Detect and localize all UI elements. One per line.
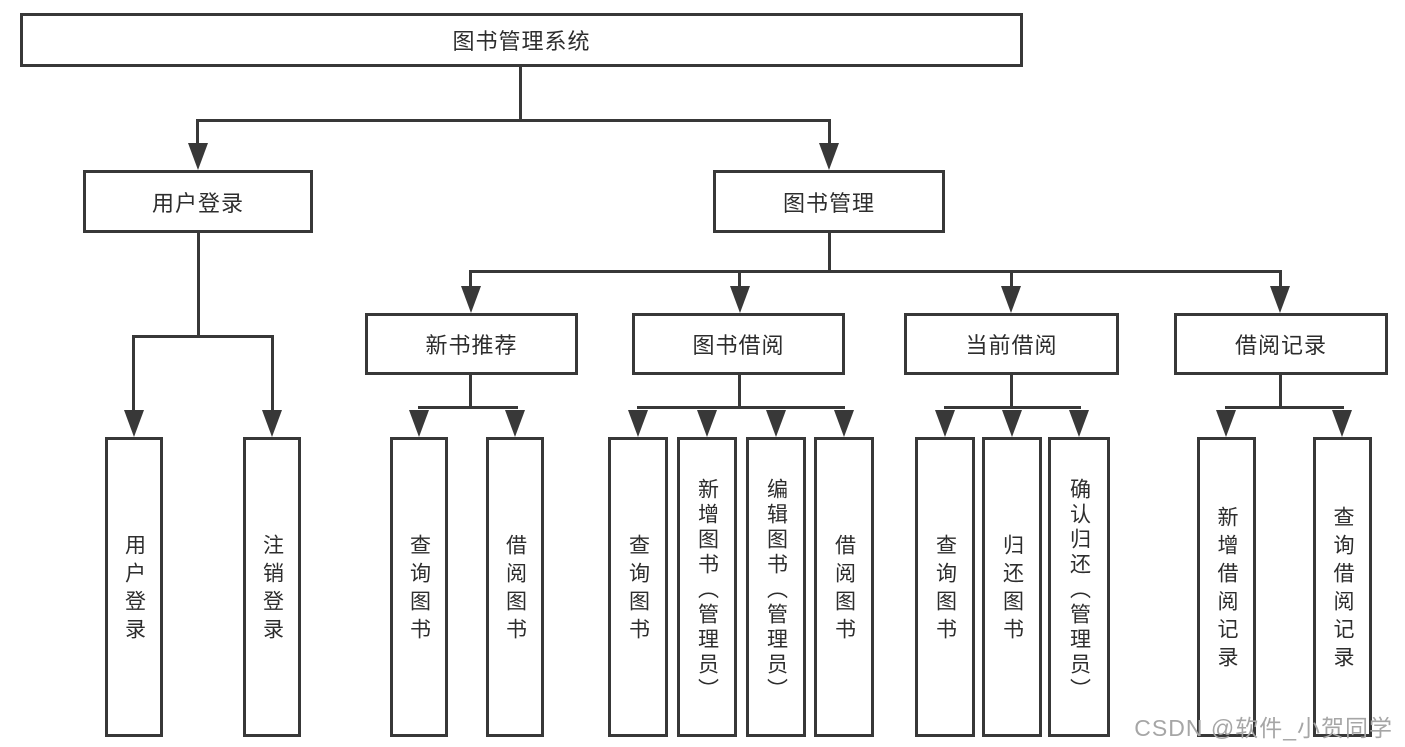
arrow-down-icon	[1069, 410, 1089, 437]
connector-root-crossbar	[197, 119, 831, 122]
connector-group3-crossbar	[944, 406, 1081, 409]
connector-drop-book-management	[828, 119, 831, 149]
connector-drop-current-borrow	[1010, 270, 1013, 290]
arrow-down-icon	[1270, 286, 1290, 313]
node-new-book-recommend: 新书推荐	[365, 313, 578, 375]
connector-group2-stem	[738, 373, 741, 409]
node-leaf-confirm-return-admin: 确认归还（管理员）	[1048, 437, 1110, 737]
arrow-down-icon	[819, 143, 839, 170]
node-leaf-edit-book-admin: 编辑图书（管理员）	[746, 437, 806, 737]
connector-book-management-crossbar	[470, 270, 1282, 273]
node-leaf-query-books-3: 查询图书	[915, 437, 975, 737]
connector-group1-crossbar	[418, 406, 518, 409]
node-leaf-user-login: 用户登录	[105, 437, 163, 737]
arrow-down-icon	[1001, 286, 1021, 313]
arrow-down-icon	[1002, 410, 1022, 437]
arrow-down-icon	[1332, 410, 1352, 437]
arrow-down-icon	[262, 410, 282, 437]
connector-root-stem	[519, 66, 522, 121]
node-leaf-borrow-books-1: 借阅图书	[486, 437, 544, 737]
arrow-down-icon	[628, 410, 648, 437]
arrow-down-icon	[766, 410, 786, 437]
node-book-borrow: 图书借阅	[632, 313, 845, 375]
connector-user-login-crossbar	[132, 335, 274, 338]
node-root-library-system: 图书管理系统	[20, 13, 1023, 67]
connector-group3-stem	[1010, 373, 1013, 409]
arrow-down-icon	[1216, 410, 1236, 437]
arrow-down-icon	[188, 143, 208, 170]
node-leaf-logout: 注销登录	[243, 437, 301, 737]
node-user-login: 用户登录	[83, 170, 313, 233]
arrow-down-icon	[834, 410, 854, 437]
node-leaf-query-borrow-record: 查询借阅记录	[1313, 437, 1372, 737]
node-current-borrow: 当前借阅	[904, 313, 1119, 375]
node-leaf-add-book-admin: 新增图书（管理员）	[677, 437, 737, 737]
node-leaf-borrow-books-2: 借阅图书	[814, 437, 874, 737]
connector-drop-user-login	[196, 119, 199, 149]
node-leaf-return-book: 归还图书	[982, 437, 1042, 737]
connector-group2-crossbar	[637, 406, 845, 409]
connector-group4-crossbar	[1225, 406, 1344, 409]
connector-drop-book-borrow	[738, 270, 741, 290]
csdn-watermark: CSDN @软件_小贺同学	[1134, 715, 1393, 741]
arrow-down-icon	[461, 286, 481, 313]
connector-book-management-stem	[828, 231, 831, 273]
arrow-down-icon	[409, 410, 429, 437]
node-leaf-add-borrow-record: 新增借阅记录	[1197, 437, 1256, 737]
connector-drop-borrow-record	[1279, 270, 1282, 290]
connector-drop-new-book	[469, 270, 472, 290]
arrow-down-icon	[505, 410, 525, 437]
connector-drop-logout	[271, 335, 274, 415]
arrow-down-icon	[697, 410, 717, 437]
node-borrow-record: 借阅记录	[1174, 313, 1388, 375]
arrow-down-icon	[730, 286, 750, 313]
node-leaf-query-books-1: 查询图书	[390, 437, 448, 737]
connector-group1-stem	[469, 373, 472, 409]
arrow-down-icon	[935, 410, 955, 437]
connector-drop-login	[132, 335, 135, 415]
connector-group4-stem	[1279, 373, 1282, 409]
node-book-management: 图书管理	[713, 170, 945, 233]
connector-user-login-stem	[197, 231, 200, 337]
arrow-down-icon	[124, 410, 144, 437]
node-leaf-query-books-2: 查询图书	[608, 437, 668, 737]
